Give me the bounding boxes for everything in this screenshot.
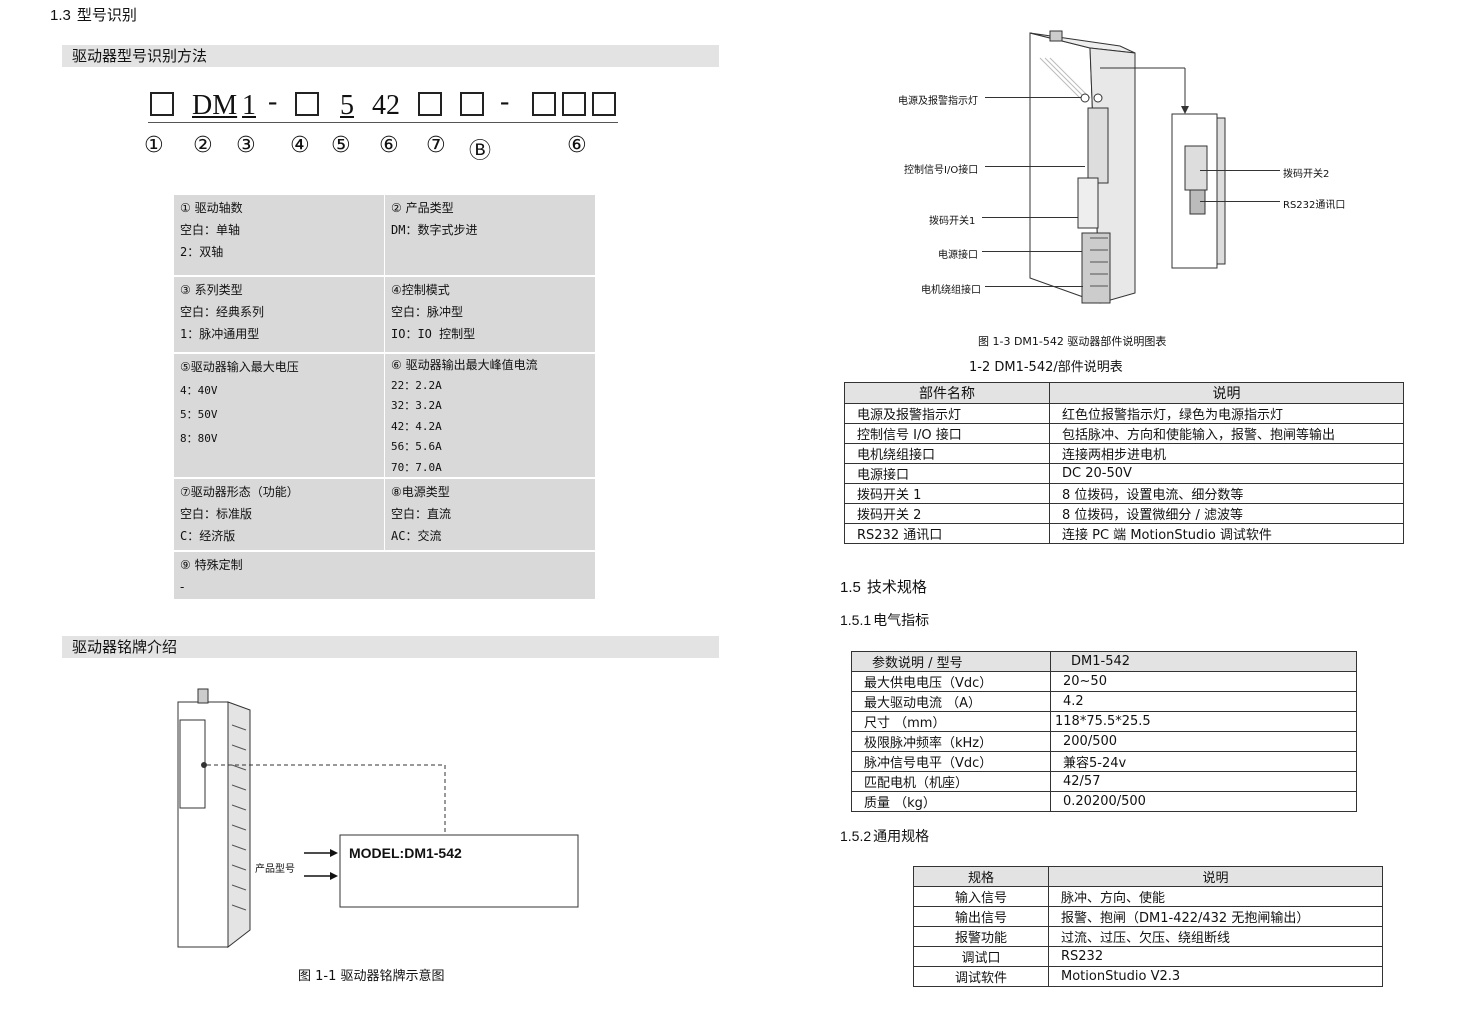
code-5: 5 [340,90,354,121]
code-box-8 [460,92,484,124]
model-cell-form: ⑦驱动器形态（功能） 空白：标准版 C：经济版 [180,485,299,543]
callout-motor: 电机绕组接口 [921,285,981,296]
model-cell-voltage: ⑤驱动器输入最大电压 4：40V 5：50V 8：80V [180,360,299,445]
code-box-9 [532,92,616,124]
figure-1-1-caption: 图 1-1 驱动器铭牌示意图 [298,969,445,984]
callout-io: 控制信号I/O接口 [904,165,979,176]
nameplate-model: MODEL:DM1-542 [349,845,462,861]
model-cell-custom: ⑨ 特殊定制 - [180,558,243,594]
table-1-2-caption: 1-2 DM1-542/部件说明表 [969,360,1123,375]
nameplate-side-label: 产品型号 [255,864,295,875]
callout-dip2: 拨码开关2 [1283,169,1330,180]
model-cell-control: ④控制模式 空白：脉冲型 IO：IO 控制型 [391,283,476,341]
model-cell-current: ⑥ 驱动器输出最大峰值电流 22：2.2A 32：3.2A 42：4.2A 56… [391,358,538,474]
parts-table: 部件名称 说明 电源及报警指示灯红色位报警指示灯，绿色为电源指示灯 控制信号 I… [844,382,1404,544]
model-cell-type: ② 产品类型 DM：数字式步进 [391,201,478,237]
general-table: 规格 说明 输入信号脉冲、方向、使能 输出信号报警、抱闸（DM1-422/432… [913,866,1383,987]
model-cell-power: ⑧电源类型 空白：直流 AC：交流 [391,485,452,543]
nameplate-figure [177,688,579,949]
code-dash-1: - [268,86,278,117]
code-box-1 [150,92,174,124]
driver-parts-figure [1029,30,1226,304]
figure-1-3-caption: 图 1-3 DM1-542 驱动器部件说明图表 [978,335,1167,348]
model-cell-axes: ① 驱动轴数 空白：单轴 2：双轴 [180,201,243,259]
code-box-4 [295,92,319,124]
code-dm: DM [192,90,238,121]
code-underline [148,122,618,123]
code-1: 1 [242,90,256,121]
model-cell-series: ③ 系列类型 空白：经典系列 1：脉冲通用型 [180,283,265,341]
electrical-table: 参数说明 / 型号 DM1-542 最大供电电压（Vdc）20~50 最大驱动电… [851,651,1357,812]
nameplate-bar: 驱动器铭牌介绍 [62,636,719,658]
callout-dip1: 拨码开关1 [929,216,976,227]
code-42: 42 [372,90,400,121]
code-box-7 [418,92,442,124]
model-method-bar: 驱动器型号识别方法 [62,45,719,67]
callout-power-port: 电源接口 [938,250,978,261]
callout-rs232: RS232通讯口 [1283,200,1346,211]
callout-power-led: 电源及报警指示灯 [898,96,978,107]
model-table: ① 驱动轴数 空白：单轴 2：双轴 ② 产品类型 DM：数字式步进 ③ 系列类型… [174,195,595,599]
code-dash-2: - [500,86,510,117]
